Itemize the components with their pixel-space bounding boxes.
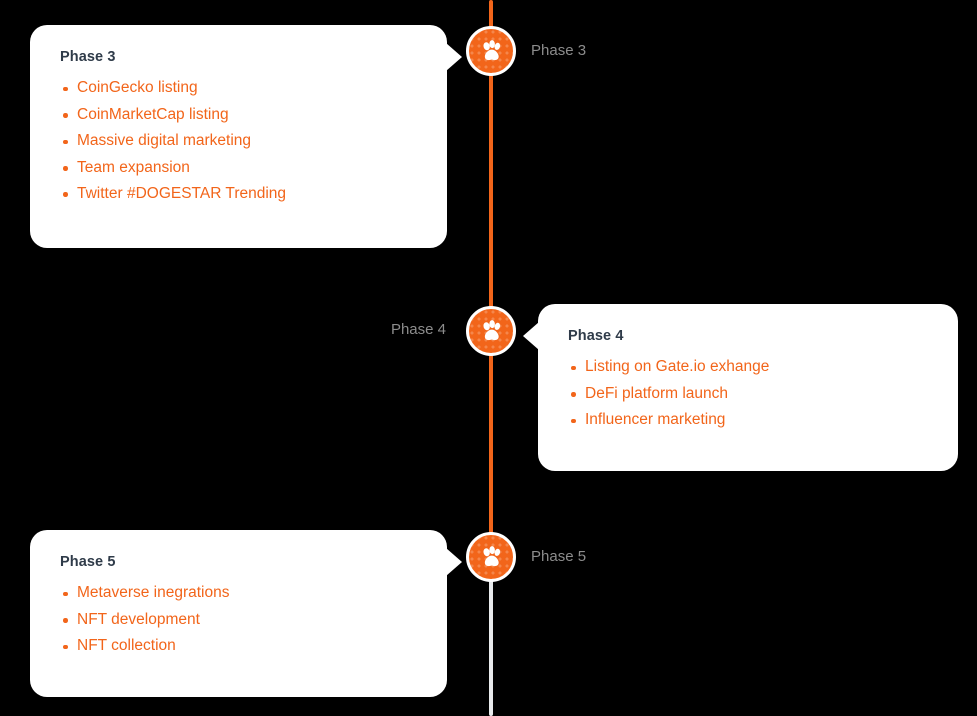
roadmap-card-phase-5: Phase 5 Metaverse inegrations NFT develo… [30, 530, 462, 697]
paw-print-icon [478, 544, 505, 571]
list-item: NFT collection [60, 633, 417, 659]
timeline-spine-segment-active [489, 28, 493, 558]
timeline-spine-segment-inactive [489, 556, 493, 716]
card-list-phase-5: Metaverse inegrations NFT development NF… [60, 580, 417, 659]
timeline-marker-phase-5[interactable] [466, 532, 516, 582]
card-tail-phase-3 [446, 43, 462, 71]
timeline-label-phase-4: Phase 4 [390, 321, 446, 338]
roadmap-card-phase-3: Phase 3 CoinGecko listing CoinMarketCap … [30, 25, 462, 248]
timeline-label-phase-5: Phase 5 [531, 548, 587, 565]
card-tail-phase-4 [523, 322, 539, 350]
card-title-phase-5: Phase 5 [60, 554, 116, 570]
timeline-label-phase-3: Phase 3 [531, 42, 587, 59]
timeline-marker-phase-4[interactable] [466, 306, 516, 356]
list-item: Team expansion [60, 155, 417, 181]
list-item: Twitter #DOGESTAR Trending [60, 181, 417, 207]
list-item: Listing on Gate.io exhange [568, 354, 928, 380]
list-item: Massive digital marketing [60, 128, 417, 154]
list-item: Metaverse inegrations [60, 580, 417, 606]
list-item: Influencer marketing [568, 407, 928, 433]
list-item: CoinMarketCap listing [60, 102, 417, 128]
card-list-phase-3: CoinGecko listing CoinMarketCap listing … [60, 75, 417, 207]
paw-print-icon [478, 38, 505, 65]
timeline-marker-phase-3[interactable] [466, 26, 516, 76]
paw-print-icon [478, 318, 505, 345]
roadmap-card-phase-4: Phase 4 Listing on Gate.io exhange DeFi … [523, 304, 958, 471]
card-tail-phase-5 [446, 548, 462, 576]
list-item: NFT development [60, 607, 417, 633]
card-list-phase-4: Listing on Gate.io exhange DeFi platform… [568, 354, 928, 433]
list-item: DeFi platform launch [568, 381, 928, 407]
card-title-phase-3: Phase 3 [60, 49, 116, 65]
list-item: CoinGecko listing [60, 75, 417, 101]
card-title-phase-4: Phase 4 [568, 328, 624, 344]
